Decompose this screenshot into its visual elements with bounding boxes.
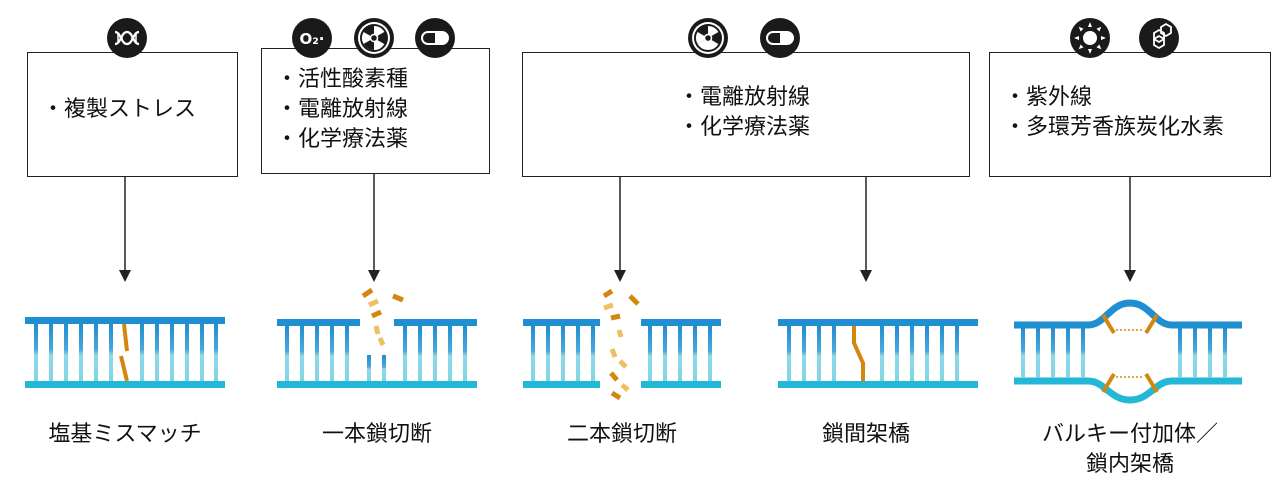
label-single-strand-break: 一本鎖切断 [321,422,432,447]
cause-item: 電離放射線 [276,95,408,125]
sun-icon [1070,18,1110,58]
dna-double-strand-break [523,288,721,401]
radiation-icon [688,18,728,58]
cause-item: 活性酸素種 [276,65,408,95]
cause-item: 紫外線 [1004,83,1224,113]
label-line: バルキー付加体／ [1041,422,1218,447]
radiation-icon [354,18,394,58]
capsule-icon [760,18,800,58]
dna-interstrand-crosslink [778,319,978,388]
label-bulky-adduct: バルキー付加体／ 鎖内架橋 [1010,420,1250,480]
label-line: 鎖内架橋 [1085,452,1174,477]
label-interstrand-crosslink: 鎖間架橋 [821,422,910,447]
label-double-strand-break: 二本鎖切断 [566,422,677,447]
cause-item: 複製ストレス [42,95,196,125]
cause-item: 電離放射線 [678,83,810,113]
dna-bulky-adduct [1014,299,1242,404]
cause-box-bulky: 紫外線 多環芳香族炭化水素 [989,52,1271,177]
cause-box-dsb-icl: 電離放射線 化学療法薬 [522,52,970,177]
capsule-icon [415,18,455,58]
cause-item: 化学療法薬 [276,125,408,155]
dna-single-strand-break [277,287,477,388]
cause-item: 多環芳香族炭化水素 [1004,113,1224,143]
cause-box-replication: 複製ストレス [27,52,238,177]
label-base-mismatch: 塩基ミスマッチ [48,422,202,447]
cause-box-ssb: 活性酸素種 電離放射線 化学療法薬 [261,48,490,174]
cause-item: 化学療法薬 [678,113,810,143]
oxygen-radical-icon: O₂· [292,18,332,58]
arrows [119,174,1136,282]
hexagon-molecule-icon [1139,18,1179,58]
oxygen-radical-text: O₂· [299,30,324,48]
dna-base-mismatch [25,317,225,388]
dna-icon [107,18,147,58]
